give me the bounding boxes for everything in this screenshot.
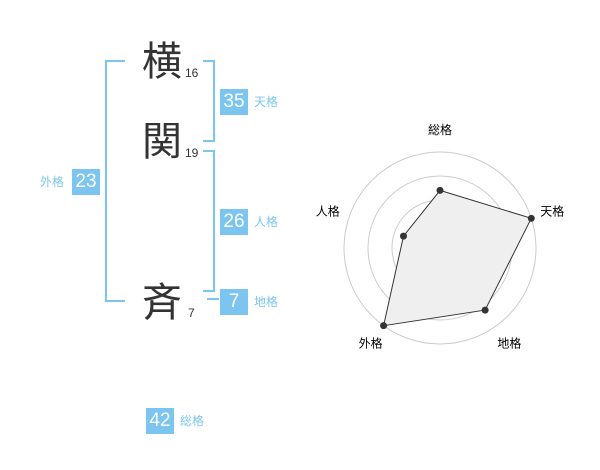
radar-point-5 [399, 232, 407, 240]
radar-axis-label-2: 天格 [540, 204, 564, 219]
radar-points [380, 186, 535, 330]
jinkaku-value: 26 [220, 209, 248, 235]
radar-point-2 [527, 214, 535, 222]
gaikaku-label: 外格 [40, 175, 65, 189]
chikaku-connector [207, 298, 219, 300]
tenkaku-bracket [203, 60, 215, 142]
chikaku-label: 地格 [254, 295, 279, 309]
radar-area [382, 189, 533, 327]
radar-point-4 [380, 322, 388, 330]
radar-axis-label-1: 総格 [428, 122, 452, 137]
radar-point-1 [436, 186, 444, 194]
stroke-count-3: 7 [188, 306, 195, 320]
jinkaku-label: 人格 [254, 215, 279, 229]
name-char-3: 斉 [142, 280, 182, 326]
radar-axis-label-3: 地格 [497, 336, 521, 351]
radar-point-3 [481, 306, 489, 314]
radar-axis-label-5: 人格 [316, 204, 340, 219]
radar-ring [343, 151, 537, 345]
jinkaku-bracket [203, 150, 215, 292]
chikaku-value: 7 [220, 289, 248, 315]
radar-axis-label-4: 外格 [359, 336, 383, 351]
name-char-2: 関 [142, 119, 182, 165]
name-char-1: 横 [142, 39, 182, 85]
soukaku-label: 総格 [180, 414, 205, 428]
gaikaku-value: 23 [72, 169, 100, 195]
tenkaku-value: 35 [220, 89, 248, 115]
gaikaku-bracket [105, 60, 125, 302]
tenkaku-label: 天格 [254, 95, 279, 109]
stroke-count-2: 19 [185, 146, 199, 160]
soukaku-value: 42 [146, 408, 174, 434]
stroke-count-1: 16 [185, 66, 199, 80]
